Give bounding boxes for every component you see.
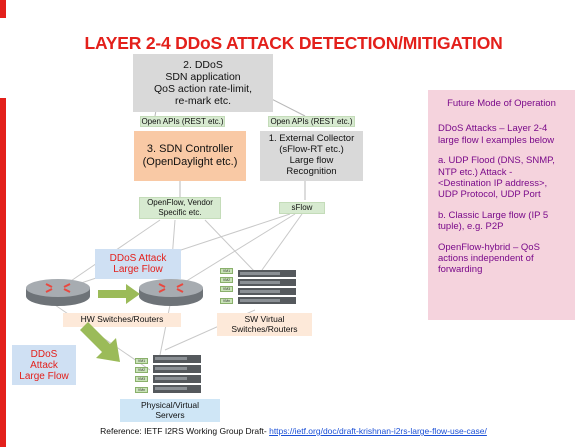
attack-top-line-2: Large Flow (113, 264, 163, 275)
sw-label-line-1: SW Virtual (244, 313, 285, 324)
openflow-label: OpenFlow, Vendor Specific etc. (139, 197, 221, 219)
attack-left-line-3: Large Flow (19, 370, 69, 382)
virtual-switch-server-stack: VM1 VM2 VM3 VMn (220, 268, 302, 310)
collector-line-1: 1. External Collector (268, 133, 355, 145)
app-line-3: QoS action rate-limit, (153, 83, 253, 95)
page-title: LAYER 2-4 DDoS ATTACK DETECTION/MITIGATI… (84, 33, 503, 53)
collector-line-4: Recognition (286, 165, 337, 177)
ddos-attack-left-box: DDoS Attack Large Flow (12, 345, 76, 385)
sdn-application-box: 2. DDoS SDN application QoS action rate-… (133, 54, 273, 112)
vm-label: VMn (220, 298, 233, 304)
vm-label: VM3 (220, 286, 233, 292)
hw-switches-label: HW Switches/Routers (63, 313, 181, 327)
server-rack-icon (238, 270, 296, 304)
accent-bar-bottom (0, 98, 6, 447)
app-line-1: 2. DDoS (183, 58, 223, 71)
controller-line-2: (OpenDaylight etc.) (142, 156, 238, 168)
open-apis-right-label: Open APIs (REST etc.) (268, 116, 355, 127)
reference-line: Reference: IETF I2RS Working Group Draft… (0, 426, 587, 436)
panel-paragraph-1: DDoS Attacks – Layer 2-4 large flow l ex… (438, 123, 555, 146)
vm-label: VM1 (220, 268, 233, 274)
router-icon-left (26, 279, 90, 306)
app-line-4: re-mark etc. (174, 95, 231, 108)
ddos-attack-top-box: DDoS Attack Large Flow (95, 249, 181, 279)
attack-flow-arrow-down (80, 322, 120, 362)
server-rack-icon (153, 355, 201, 393)
panel-paragraph-3: b. Classic Large flow (IP 5 tuple), e.g.… (438, 209, 549, 233)
controller-line-1: 3. SDN Controller (146, 143, 234, 156)
sflow-label: sFlow (279, 202, 325, 214)
attack-top-line-1: DDoS Attack (109, 253, 167, 264)
vm-label: VM3 (135, 376, 148, 382)
vm-label: VM2 (135, 367, 148, 373)
panel-paragraph-2: a. UDP Flood (DNS, SNMP, NTP etc.) Attac… (438, 155, 555, 201)
collector-line-3: Large flow (289, 155, 334, 166)
phys-label-line-1: Physical/Virtual (141, 399, 199, 410)
external-collector-box: 1. External Collector (sFlow-RT etc.) La… (260, 131, 363, 181)
panel-paragraph-4: OpenFlow-hybrid – QoS actions independen… (438, 241, 540, 276)
future-mode-panel: Future Mode of Operation DDoS Attacks – … (428, 90, 575, 320)
open-apis-left-label: Open APIs (REST etc.) (140, 116, 225, 127)
sw-label-line-2: Switches/Routers (231, 323, 298, 334)
sdn-controller-box: 3. SDN Controller (OpenDaylight etc.) (134, 131, 246, 181)
accent-bar-top (0, 0, 6, 18)
sw-virtual-switches-label: SW Virtual Switches/Routers (217, 313, 312, 336)
vm-label: VMn (135, 387, 148, 393)
attack-flow-arrow-right (98, 284, 140, 304)
attack-left-line-2: Attack (30, 359, 58, 371)
reference-prefix: Reference: IETF I2RS Working Group Draft… (100, 426, 270, 436)
app-line-2: SDN application (165, 70, 241, 83)
router-icon-right (139, 279, 203, 306)
vm-label: VM2 (220, 277, 233, 283)
reference-link[interactable]: https://ietf.org/doc/draft-krishnan-i2rs… (269, 426, 487, 436)
physical-servers-label: Physical/Virtual Servers (120, 399, 220, 422)
collector-line-2: (sFlow-RT etc.) (279, 144, 344, 156)
physical-server-stack: VM1 VM2 VM3 VMn (135, 353, 205, 397)
attack-left-line-1: DDoS (30, 348, 58, 360)
phys-label-line-2: Servers (155, 409, 185, 420)
panel-heading: Future Mode of Operation (447, 98, 556, 109)
vm-label: VM1 (135, 358, 148, 364)
